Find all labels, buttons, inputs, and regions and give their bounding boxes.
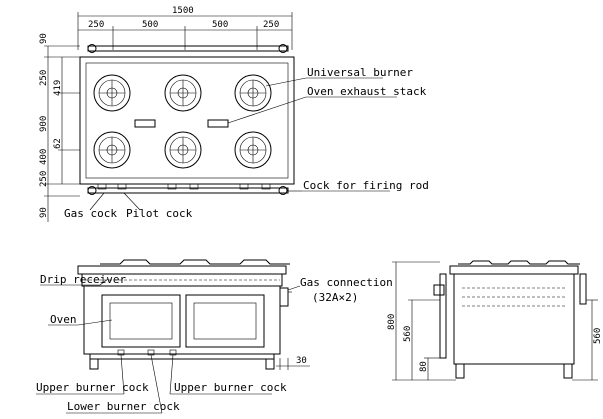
burner-5 — [164, 131, 202, 169]
exhaust-stack-left — [134, 119, 156, 128]
label-upper-burner-cock-left: Upper burner cock — [36, 381, 149, 394]
dim-seg4: 250 — [263, 20, 279, 30]
burner-6 — [234, 131, 272, 169]
side-view: 800 560 80 560 — [387, 260, 603, 381]
burner-4 — [93, 131, 131, 169]
dim-seg3: 500 — [212, 20, 228, 30]
dim-seg2: 500 — [142, 20, 158, 30]
label-oven-exhaust-stack: Oven exhaust stack — [307, 85, 427, 98]
burner-1 — [93, 74, 131, 112]
oven-door-right — [185, 294, 265, 348]
dim-250-top: 250 — [39, 70, 49, 86]
dim-side-80: 80 — [419, 361, 429, 372]
dim-side-800: 800 — [387, 314, 397, 330]
burner-3 — [234, 74, 272, 112]
label-gas-cock: Gas cock — [64, 207, 117, 220]
label-gas-connection: Gas connection — [300, 276, 393, 289]
dim-side-right-560: 560 — [593, 328, 603, 344]
dim-overall-width: 1500 — [172, 6, 194, 16]
dim-top-90: 90 — [39, 33, 49, 44]
dim-seg1: 250 — [88, 20, 104, 30]
label-lower-burner-cock: Lower burner cock — [67, 400, 180, 413]
exhaust-stack-right — [207, 119, 229, 128]
dim-side-560: 560 — [403, 326, 413, 342]
oven-door-left — [101, 294, 181, 348]
label-upper-burner-cock-right: Upper burner cock — [174, 381, 287, 394]
dim-bottom-90: 90 — [39, 207, 49, 218]
dim-250-bottom: 250 — [39, 171, 49, 187]
top-view: 1500 250 500 500 250 — [39, 6, 429, 222]
dim-400: 400 — [39, 149, 49, 165]
dim-419: 419 — [53, 80, 63, 96]
dim-900: 900 — [39, 116, 49, 132]
label-pilot-cock: Pilot cock — [126, 207, 193, 220]
label-oven: Oven — [50, 313, 77, 326]
label-cock-for-firing-rod: Cock for firing rod — [303, 179, 429, 192]
dim-62: 62 — [53, 138, 63, 149]
label-drip-receiver: Drip receiver — [40, 273, 126, 286]
front-view: 30 Drip receiver Oven Gas connection (32… — [36, 259, 393, 414]
dim-right-30: 30 — [296, 356, 307, 366]
label-universal-burner: Universal burner — [307, 66, 413, 79]
label-gas-connection-spec: (32A×2) — [312, 291, 358, 304]
burner-2 — [164, 74, 202, 112]
